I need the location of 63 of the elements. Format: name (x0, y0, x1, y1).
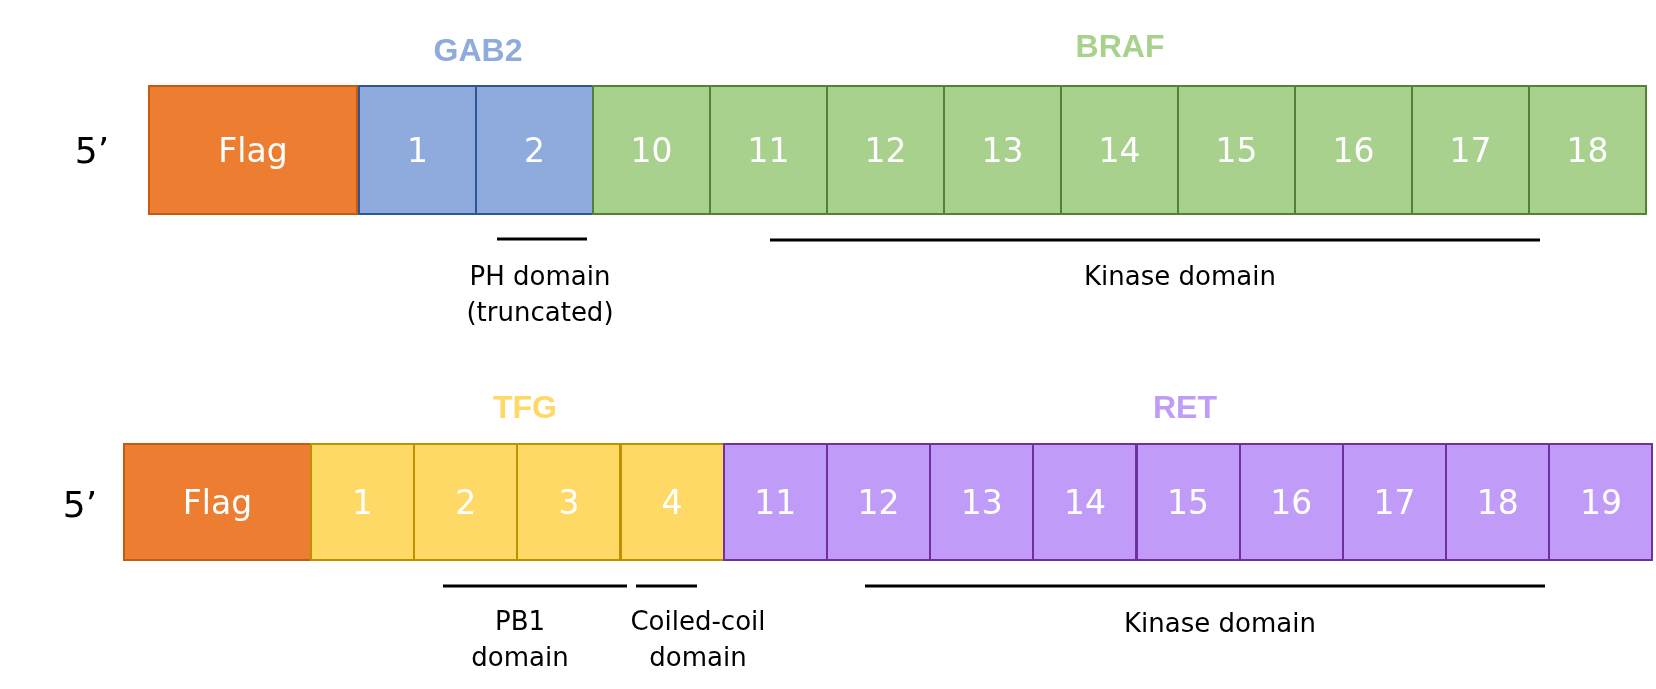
exon-number: 18 (1476, 482, 1519, 522)
tag-label: Flag (182, 482, 253, 522)
exon-number: 13 (981, 130, 1024, 170)
tag-segment (123, 443, 312, 561)
exon-box (709, 85, 828, 215)
exon-number: 12 (864, 130, 907, 170)
exon-number: 2 (455, 482, 477, 522)
domain-label: Coiled-coil domain (629, 605, 767, 675)
exon-number: 10 (630, 130, 673, 170)
exon-box (1548, 443, 1654, 561)
gene-name: BRAF (1074, 27, 1166, 66)
exon-box (413, 443, 519, 561)
exon-number: 3 (558, 482, 580, 522)
exon-number: 15 (1215, 130, 1258, 170)
exon-box (943, 85, 1062, 215)
exon-box (722, 443, 828, 561)
exon-number: 1 (407, 130, 428, 170)
exon-number: 16 (1332, 130, 1375, 170)
domain-label: Kinase domain (1123, 607, 1317, 640)
exon-number: 19 (1579, 482, 1622, 522)
exon-box (475, 85, 594, 215)
end-label: 5’ (61, 483, 99, 527)
exon-box (1528, 85, 1647, 215)
exon-box (619, 443, 725, 561)
exon-number: 13 (960, 482, 1003, 522)
exon-number: 17 (1449, 130, 1492, 170)
exon-box (1060, 85, 1179, 215)
exon-number: 14 (1098, 130, 1141, 170)
exon-box (310, 443, 415, 561)
exon-number: 12 (857, 482, 900, 522)
exon-box (358, 85, 477, 215)
exon-box (516, 443, 622, 561)
exon-number: 11 (754, 482, 797, 522)
exon-number: 16 (1270, 482, 1313, 522)
exon-box (1177, 85, 1296, 215)
exon-box (826, 85, 945, 215)
exon-number: 11 (747, 130, 790, 170)
exon-box (1411, 85, 1530, 215)
domain-label: Kinase domain (1083, 260, 1277, 293)
exon-box (1342, 443, 1447, 561)
exon-number: 18 (1566, 130, 1609, 170)
exon-number: 14 (1063, 482, 1106, 522)
exon-number: 1 (352, 482, 373, 522)
end-label: 5’ (73, 129, 111, 173)
tag-label: Flag (218, 130, 288, 170)
exon-box (1294, 85, 1413, 215)
domain-label: PH domain (truncated) (465, 260, 615, 330)
domain-label: PB1 domain (470, 605, 570, 675)
gene-name: RET (1152, 388, 1218, 427)
exon-box (929, 443, 1035, 561)
tag-segment (148, 85, 358, 215)
gene-name: GAB2 (432, 31, 524, 70)
exon-number: 2 (524, 130, 545, 170)
exon-box (826, 443, 931, 561)
exon-number: 15 (1167, 482, 1210, 522)
exon-box (1032, 443, 1138, 561)
exon-box (592, 85, 711, 215)
exon-box (1238, 443, 1344, 561)
gene-name: TFG (492, 388, 558, 427)
exon-box (1135, 443, 1241, 561)
exon-number: 17 (1373, 482, 1416, 522)
exon-box (1445, 443, 1551, 561)
exon-number: 4 (661, 482, 683, 522)
